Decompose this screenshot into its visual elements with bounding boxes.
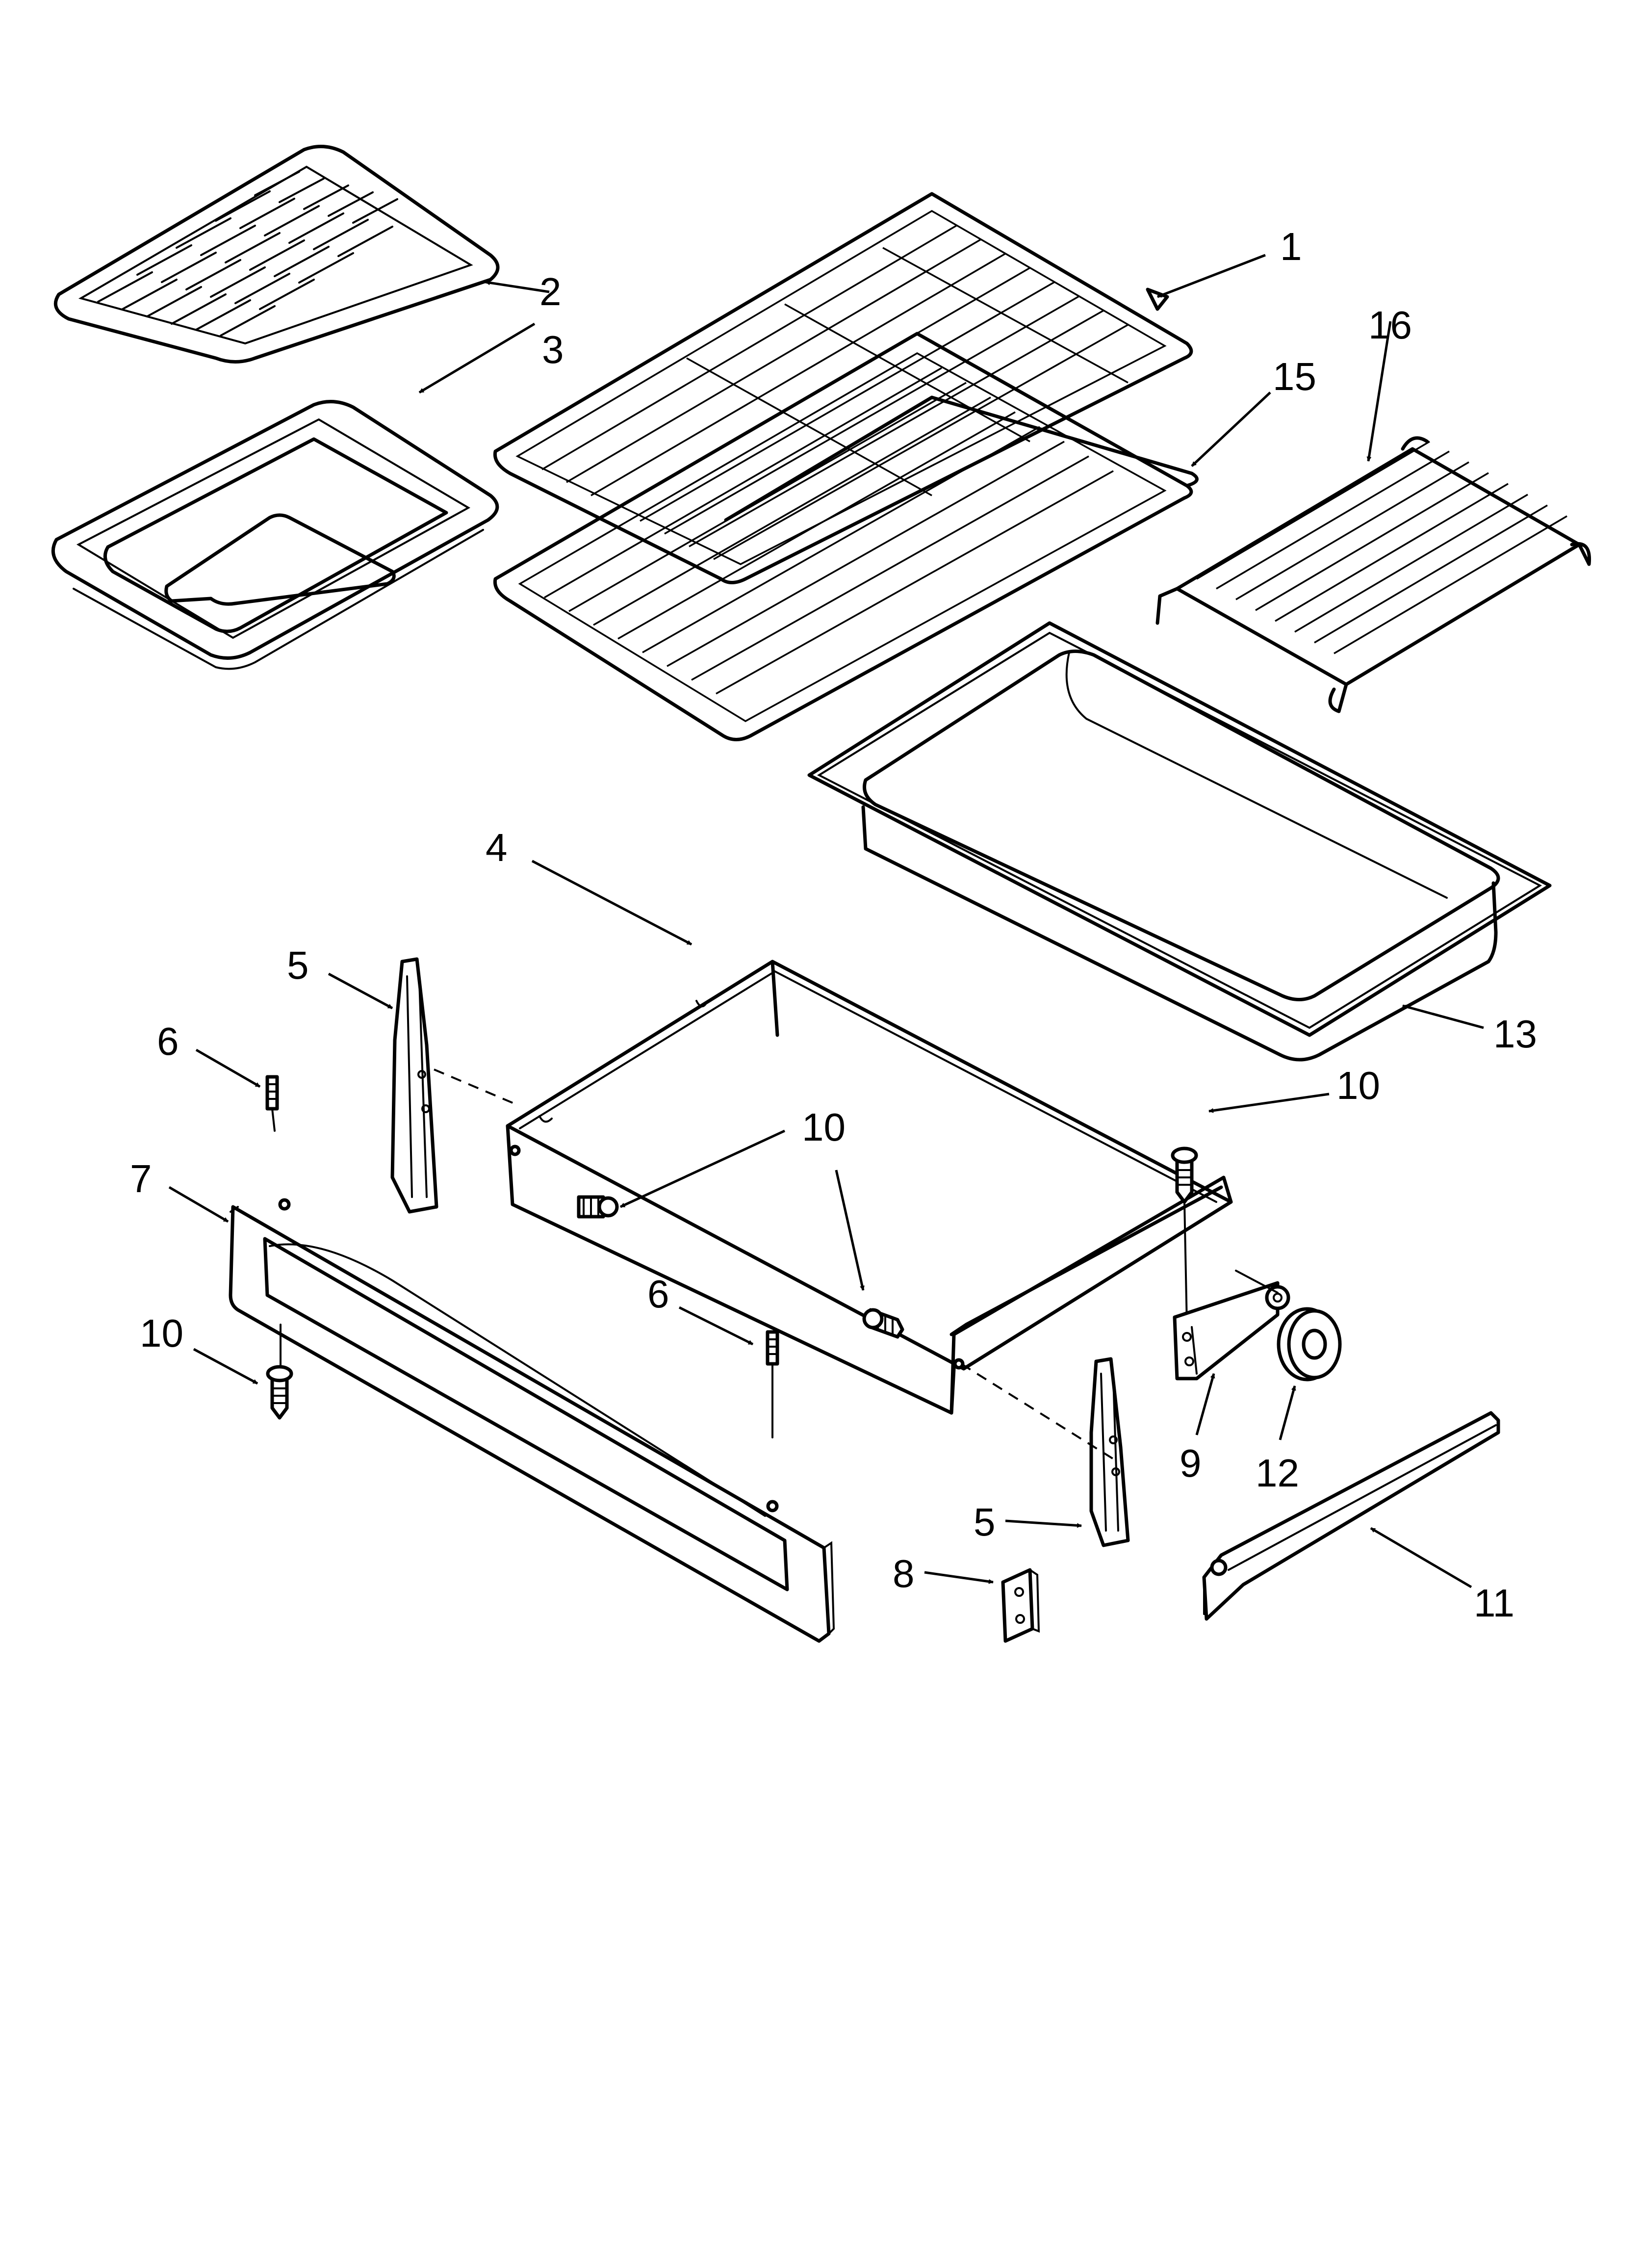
slide-alignment-right — [960, 1363, 1119, 1463]
guide-pin-left — [265, 1075, 279, 1132]
drawer-pan — [807, 621, 1552, 1062]
callout-12: 12 — [1256, 1451, 1299, 1495]
callout-11: 11 — [1474, 1581, 1514, 1625]
callout-6a: 6 — [157, 1019, 179, 1063]
guide-pin-right — [766, 1330, 779, 1438]
slide-alignment-left — [434, 1069, 515, 1105]
callout-labels: 1 2 3 15 16 4 5 6 7 10 10 10 13 6 10 9 1… — [130, 225, 1537, 1625]
drawer-slide-right — [1089, 1357, 1130, 1547]
callout-10d: 10 — [140, 1311, 183, 1355]
screw-c — [862, 1308, 904, 1339]
callout-4: 4 — [486, 826, 508, 869]
callout-5b: 5 — [974, 1500, 996, 1544]
callout-13: 13 — [1493, 1012, 1537, 1056]
callout-7: 7 — [130, 1157, 152, 1200]
broiler-grid — [53, 145, 500, 364]
callout-2: 2 — [539, 270, 562, 313]
drawer-front-panel — [229, 1198, 835, 1643]
callout-10a: 10 — [802, 1105, 846, 1149]
callout-6b: 6 — [647, 1272, 669, 1316]
callout-8: 8 — [893, 1552, 915, 1595]
drawer-rail — [1202, 1411, 1500, 1621]
broiler-pan — [51, 400, 499, 670]
callout-16: 16 — [1368, 303, 1412, 347]
screw-a — [577, 1195, 619, 1219]
screw-b — [1171, 1147, 1198, 1326]
callout-5a: 5 — [287, 943, 309, 987]
roller-wheel — [1277, 1307, 1342, 1382]
callout-3: 3 — [542, 328, 564, 371]
callout-9: 9 — [1180, 1441, 1202, 1485]
drawer-clip — [1001, 1568, 1040, 1643]
half-rack — [1155, 436, 1591, 713]
screw-d — [266, 1324, 293, 1420]
roller-bracket — [1173, 1270, 1290, 1381]
drawer-slide-left — [390, 957, 438, 1214]
callout-15: 15 — [1273, 355, 1316, 398]
callout-1: 1 — [1280, 225, 1302, 268]
drawer-body — [506, 960, 1233, 1415]
leader-lines — [168, 254, 1484, 1589]
callout-10b: 10 — [1336, 1064, 1380, 1107]
oven-rack-lower — [493, 332, 1199, 741]
oven-rack-upper — [493, 192, 1193, 584]
